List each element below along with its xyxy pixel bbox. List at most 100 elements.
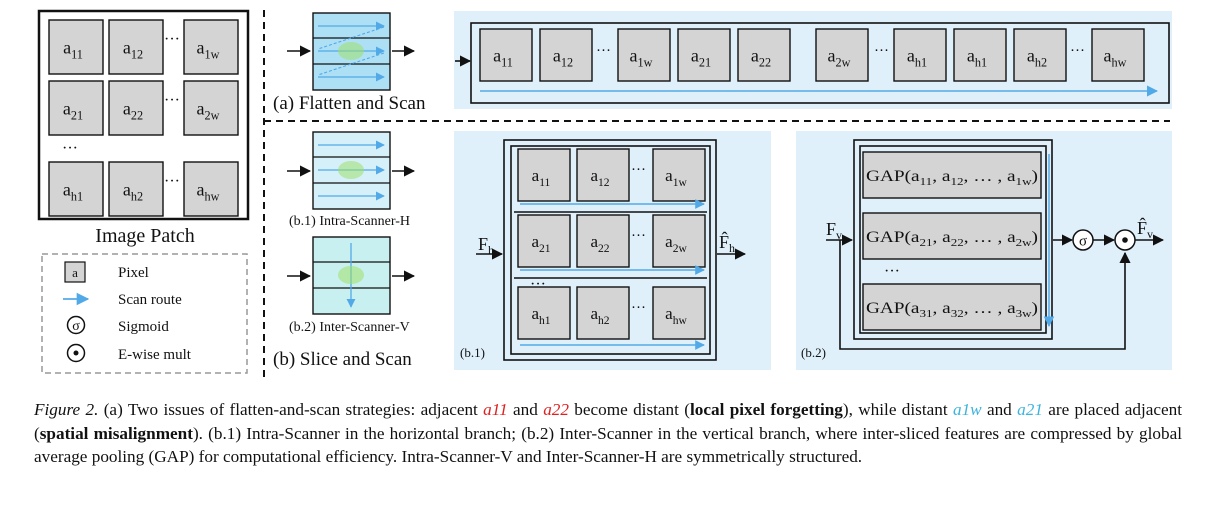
svg-text:a2w: a2w [665, 232, 687, 255]
svg-text:a22: a22 [751, 45, 771, 69]
svg-text:GAP(a21, a22, … , a2w): GAP(a21, a22, … , a2w) [866, 229, 1038, 249]
ellipsis: ··· [631, 162, 646, 178]
legend-pixel-symbol: a [72, 265, 78, 280]
legend-pixel-icon [64, 261, 86, 283]
legend-label-mult: E-wise mult [118, 347, 192, 363]
figure-caption: Figure 2. (a) Two issues of flatten-and-… [34, 400, 1183, 466]
patch-cell: a22 [108, 80, 164, 136]
b1-tag: (b.1) [460, 345, 485, 360]
patch-cell: ahw [183, 161, 239, 217]
svg-text:ah1: ah1 [531, 304, 550, 327]
patch-cell: ah1 [48, 161, 104, 217]
svg-text:a22: a22 [123, 98, 143, 122]
ellipsis: ··· [164, 92, 180, 109]
flatten-scan-icon: (a) Flatten and Scan [273, 12, 426, 114]
b2-sigma: σ [1079, 234, 1087, 250]
b1-output-label: F̂h [719, 232, 735, 255]
intra-scanner-label: (b.1) Intra-Scanner-H [289, 214, 410, 229]
legend-sigma: σ [72, 319, 80, 334]
b1-cell: a2w [652, 214, 706, 268]
patch-cell: ah2 [108, 161, 164, 217]
ellipsis: ··· [164, 173, 180, 190]
flatten-cell: a2w [815, 28, 869, 82]
ellipsis: ··· [631, 300, 646, 316]
patch-cell: a12 [108, 19, 164, 75]
legend: a σ Pixel Scan route Sigmoid E-wise mult [41, 253, 248, 374]
svg-text:a2w: a2w [197, 98, 220, 122]
legend-label-pixel: Pixel [118, 265, 149, 281]
svg-text:ah1: ah1 [967, 45, 987, 69]
ellipsis: ··· [1070, 43, 1085, 59]
b2-vdots: ··· [884, 263, 900, 280]
b1-cell: a11 [517, 148, 571, 202]
svg-text:ah1: ah1 [63, 179, 83, 203]
b1-cell: a1w [652, 148, 706, 202]
caption-fig-label: Figure 2. [34, 400, 99, 419]
b1-vdots: ··· [530, 276, 546, 293]
svg-text:a21: a21 [531, 232, 550, 255]
svg-text:a11: a11 [532, 166, 551, 189]
svg-text:ahw: ahw [665, 304, 687, 327]
svg-text:ahw: ahw [1104, 45, 1127, 69]
b1-cell: ah2 [576, 286, 630, 340]
b2-output-label: F̂v [1137, 218, 1153, 241]
svg-text:ah2: ah2 [123, 179, 143, 203]
ellipsis: ··· [596, 43, 611, 59]
patch-cell: a2w [183, 80, 239, 136]
flatten-cell: ah1 [893, 28, 947, 82]
ellipsis: ··· [164, 31, 180, 48]
b2-skip-connection [839, 240, 1131, 350]
svg-text:ah2: ah2 [590, 304, 609, 327]
b2-input-label: Fv [826, 219, 842, 242]
svg-text:a21: a21 [63, 98, 83, 122]
ellipsis: ··· [874, 43, 889, 59]
svg-text:ah2: ah2 [1027, 45, 1047, 69]
flatten-cell: a11 [479, 28, 533, 82]
svg-text:a1w: a1w [630, 45, 653, 69]
b1-cell: ahw [652, 286, 706, 340]
flatten-cell: a21 [677, 28, 731, 82]
flatten-label: (a) Flatten and Scan [273, 93, 426, 114]
ellipsis: ··· [631, 228, 646, 244]
svg-text:a11: a11 [63, 37, 83, 61]
svg-text:a11: a11 [493, 45, 513, 69]
b1-cell: a22 [576, 214, 630, 268]
inter-scanner-label: (b.2) Inter-Scanner-V [289, 320, 410, 335]
b1-input-label: Fh [478, 234, 494, 257]
svg-text:ahw: ahw [197, 179, 220, 203]
legend-label-sigmoid: Sigmoid [118, 319, 169, 335]
svg-text:ah1: ah1 [907, 45, 927, 69]
svg-text:a1w: a1w [665, 166, 687, 189]
flatten-cell: ah1 [953, 28, 1007, 82]
b1-cell: a12 [576, 148, 630, 202]
b2-tag: (b.2) [801, 345, 826, 360]
flatten-sequence-panel: a11 a12 a1w a21 a22 a2w ah1 ah1 ah2 ahw ··· ··· ··· [454, 11, 1172, 109]
b1-panel: a11 a12 a1w ··· a21 a22 a2w ··· ah1 ah2 ahw ··· ···… [454, 131, 771, 370]
patch-title: Image Patch [95, 225, 194, 247]
flatten-cell: a1w [617, 28, 671, 82]
svg-text:GAP(a31, a32, … , a3w): GAP(a31, a32, … , a3w) [866, 300, 1038, 320]
flatten-cell: ah2 [1013, 28, 1067, 82]
slice-label: (b) Slice and Scan [273, 349, 412, 370]
svg-text:a12: a12 [553, 45, 573, 69]
intra-scanner-icon: (b.1) Intra-Scanner-H [287, 131, 416, 229]
legend-sigmoid-icon [66, 315, 86, 335]
patch-cell: a21 [48, 80, 104, 136]
legend-label-route: Scan route [118, 292, 182, 308]
b1-cell: a21 [517, 214, 571, 268]
patch-vdots: ··· [62, 140, 78, 157]
svg-text:a12: a12 [590, 166, 609, 189]
svg-text:a2w: a2w [828, 45, 851, 69]
b1-cell: ah1 [517, 286, 571, 340]
flatten-cell: a12 [539, 28, 593, 82]
patch-cell: a11 [48, 19, 104, 75]
svg-text:GAP(a11, a12, … , a1w): GAP(a11, a12, … , a1w) [866, 168, 1038, 188]
svg-text:a21: a21 [691, 45, 711, 69]
inter-scanner-icon: (b.2) Inter-Scanner-V [287, 236, 416, 335]
